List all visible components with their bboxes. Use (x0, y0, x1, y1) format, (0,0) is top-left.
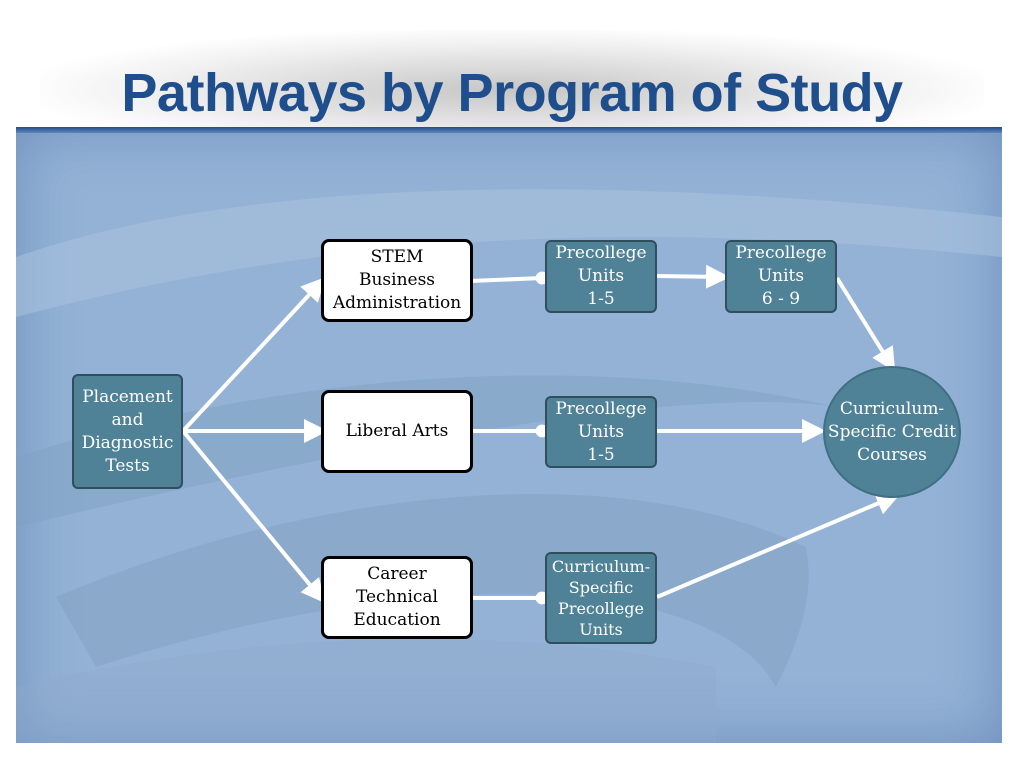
node-credit-courses: Curriculum- Specific Credit Courses (823, 366, 961, 498)
arrow-curriculum-precollege-to-credit (656, 492, 901, 599)
node-precollege-stem-1: Precollege Units 1-5 (545, 240, 657, 313)
arrow-placement-to-career (181, 429, 326, 604)
node-precollege-la-label: Precollege Units 1-5 (555, 398, 647, 465)
node-stem-business: STEM Business Administration (321, 239, 473, 322)
node-career-technical: Career Technical Education (321, 556, 473, 639)
node-curriculum-precollege-label: Curriculum- Specific Precollege Units (551, 557, 651, 639)
node-placement-tests: Placement and Diagnostic Tests (72, 374, 183, 489)
node-curriculum-precollege: Curriculum- Specific Precollege Units (545, 552, 657, 644)
node-placement-label: Placement and Diagnostic Tests (81, 386, 174, 476)
arrow-stem-to-precollege (470, 271, 549, 285)
arrow-placement-to-stem (181, 277, 326, 433)
node-precollege-liberal-arts: Precollege Units 1-5 (545, 396, 657, 468)
node-stem-label: STEM Business Administration (332, 247, 462, 313)
node-credit-courses-label: Curriculum- Specific Credit Courses (827, 398, 957, 465)
arrow-precollege-to-credit-top (835, 276, 896, 372)
panel-top-rule (16, 127, 1002, 133)
node-liberal-arts: Liberal Arts (321, 390, 473, 473)
page-title: Pathways by Program of Study (121, 63, 903, 123)
node-career-label: Career Technical Education (353, 564, 441, 630)
node-liberal-arts-label: Liberal Arts (345, 421, 449, 441)
node-precollege-stem-2-label: Precollege Units 6 - 9 (735, 243, 827, 309)
node-precollege-stem-1-label: Precollege Units 1-5 (555, 243, 647, 309)
node-precollege-stem-2: Precollege Units 6 - 9 (725, 240, 837, 313)
arrow-precollege-to-precollege (656, 264, 730, 289)
